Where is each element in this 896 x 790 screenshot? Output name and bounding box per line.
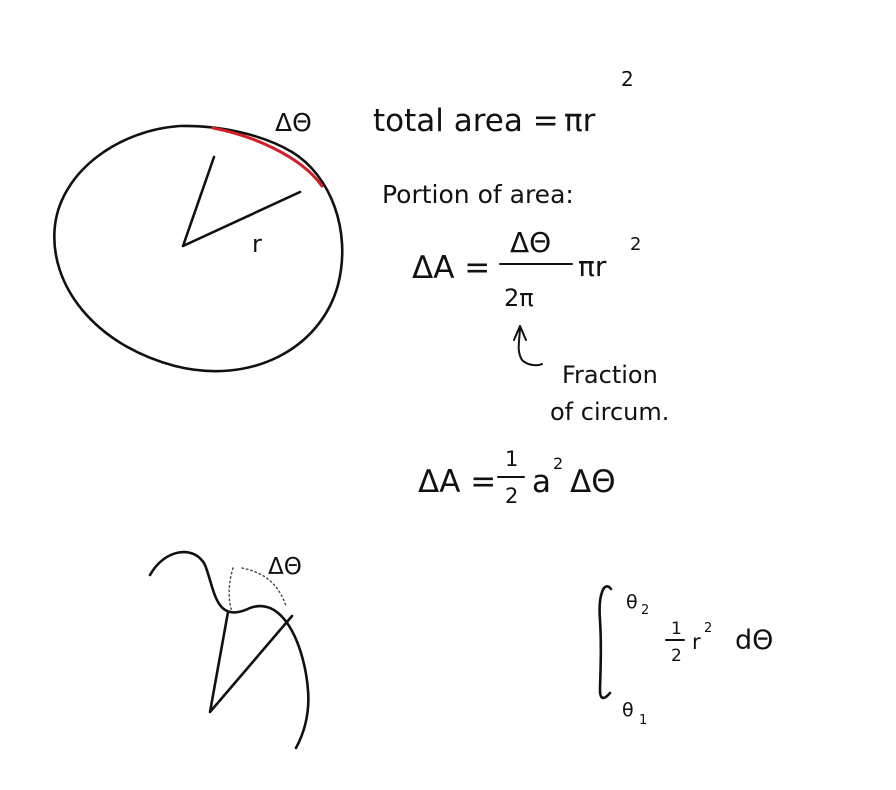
- delta-a-left-2: ΔA =: [418, 464, 496, 500]
- integral-half-denominator: 2: [671, 646, 682, 666]
- half-numerator: 1: [505, 447, 518, 471]
- delta-theta-bottom-label: ΔΘ: [268, 554, 302, 580]
- integral-r: r: [692, 630, 701, 654]
- pi-r-term: πr: [578, 250, 607, 283]
- a-exponent: 2: [553, 454, 563, 473]
- up-arrow-squiggle: [513, 325, 543, 367]
- half-denominator: 2: [505, 484, 518, 508]
- delta-a-fraction-equation: ΔA = ΔΘ 2π πr 2: [412, 226, 641, 312]
- delta-theta-arc: [211, 126, 324, 188]
- lower-limit-subscript: 1: [639, 713, 647, 728]
- polar-curve: [148, 550, 310, 750]
- delta-theta-term: ΔΘ: [570, 464, 616, 500]
- pi-r-exponent: 2: [630, 234, 641, 255]
- total-area-pi-r: πr: [564, 103, 596, 139]
- fraction-denominator: 2π: [504, 284, 534, 312]
- radius-label: r: [252, 230, 262, 258]
- integral-half-numerator: 1: [671, 619, 682, 639]
- integral-r-exponent: 2: [704, 621, 712, 636]
- lower-limit: θ: [622, 699, 634, 721]
- total-area-equation: total area = πr 2: [373, 67, 634, 139]
- radius-lines: [181, 155, 302, 248]
- portion-of-area-heading: Portion of area:: [382, 180, 574, 209]
- circle-outline: [53, 124, 344, 373]
- of-circum-text: of circum.: [550, 398, 669, 426]
- polar-curve-sketch: ΔΘ: [148, 550, 310, 750]
- fraction-of-text: Fraction: [562, 361, 658, 389]
- delta-a-left: ΔA =: [412, 250, 490, 286]
- total-area-text: total area =: [373, 103, 559, 139]
- fraction-numerator: ΔΘ: [510, 226, 551, 259]
- circle-sketch: ΔΘ r: [53, 108, 344, 373]
- dotted-arc: [228, 567, 287, 613]
- integral-sign: [598, 585, 613, 700]
- a-symbol: a: [532, 464, 551, 500]
- upper-limit-subscript: 2: [641, 603, 649, 618]
- total-area-exponent: 2: [621, 67, 634, 91]
- delta-theta-label: ΔΘ: [275, 108, 312, 137]
- area-integral: θ 2 θ 1 1 2 r 2 dΘ: [598, 585, 773, 728]
- integral-d-theta: dΘ: [735, 625, 773, 656]
- delta-a-half-equation: ΔA = 1 2 a 2 ΔΘ: [418, 447, 616, 508]
- wedge-lines: [208, 610, 294, 714]
- upper-limit: θ: [626, 591, 638, 613]
